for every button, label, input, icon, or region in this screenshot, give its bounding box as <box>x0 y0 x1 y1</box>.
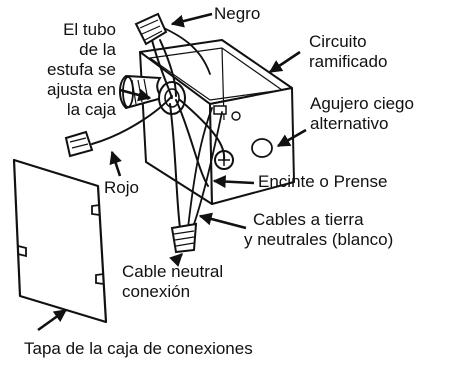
label-cables-1: Cables a tierra <box>253 210 364 229</box>
label-tubo-3: estufa se <box>47 60 116 79</box>
label-neutral-2: conexión <box>122 282 191 301</box>
label-agujero-2: alternativo <box>310 114 389 133</box>
leader-tubo <box>119 88 152 102</box>
label-agujero-1: Agujero ciego <box>310 94 414 113</box>
label-circuito-2: ramificado <box>309 52 388 71</box>
leader-tapa <box>37 308 68 332</box>
label-circuito-1: Circuito <box>309 32 367 51</box>
wire-nut-red <box>64 130 94 158</box>
wires <box>91 25 226 231</box>
leader-cables <box>198 212 247 230</box>
label-rojo: Rojo <box>104 178 139 197</box>
label-tubo-5: la caja <box>66 100 116 119</box>
label-cables-2: y neutrales (blanco) <box>244 230 394 249</box>
wire-nut-top <box>134 12 168 46</box>
label-neutral-1: Cable neutral <box>122 262 224 281</box>
label-negro: Negro <box>214 4 261 23</box>
leader-circuito <box>268 50 301 74</box>
label-tubo-2: de la <box>79 40 116 59</box>
knockout-hole <box>251 138 273 158</box>
box-cover-plate <box>12 158 108 324</box>
label-tapa: Tapa de la caja de conexiones <box>24 339 253 358</box>
label-tubo-4: ajusta en <box>47 80 116 99</box>
leader-lines <box>37 12 307 332</box>
wire-nut-neutral <box>170 222 198 254</box>
leader-neutral <box>169 253 183 267</box>
leader-negro <box>170 12 213 28</box>
label-encinte: Encinte o Prense <box>258 172 388 191</box>
leader-encinte <box>212 175 255 189</box>
leader-rojo <box>109 150 122 177</box>
label-tubo-1: El tubo <box>63 20 116 39</box>
leader-agujero <box>276 128 307 148</box>
